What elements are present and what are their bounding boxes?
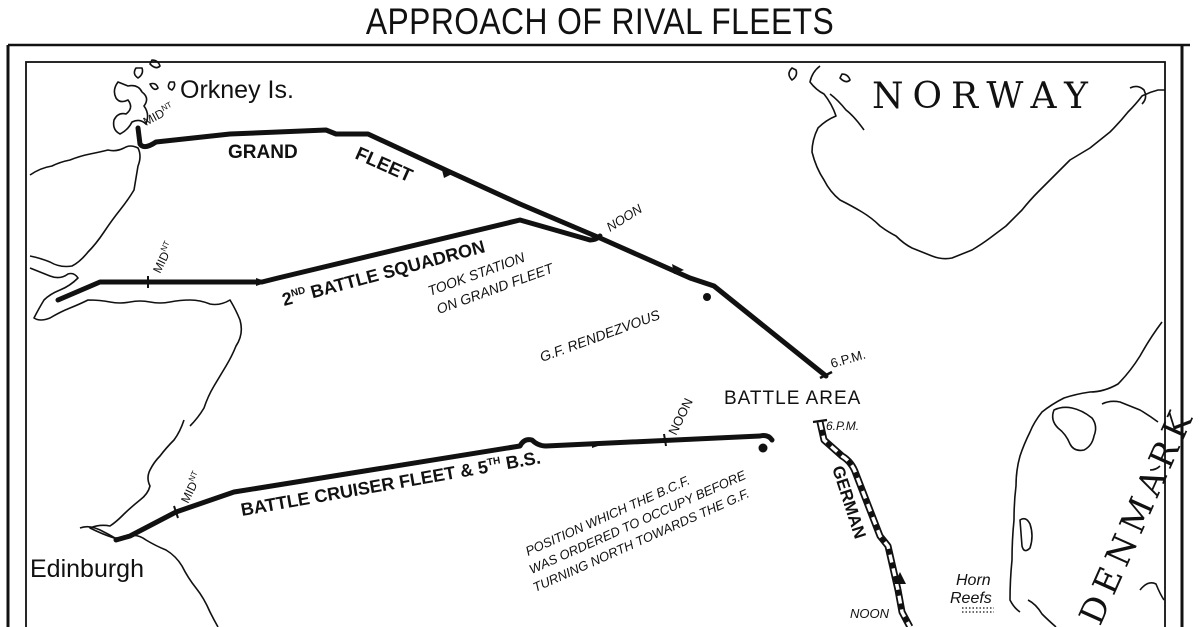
label-norway: NORWAY [872, 76, 1097, 117]
map-title: APPROACH OF RIVAL FLEETS [365, 1, 835, 42]
route-german-fleet [812, 418, 914, 627]
label-midnight-2bs: MIDNT [149, 239, 177, 275]
label-edinburgh: Edinburgh [30, 555, 144, 583]
label-battle-area: BATTLE AREA [724, 388, 861, 409]
horn-reefs-shoal [962, 607, 994, 613]
midnight-sup: NT [159, 239, 172, 253]
label-horn: Horn [956, 572, 991, 589]
midnight-tick [173, 505, 179, 519]
direction-arrow [672, 264, 684, 274]
svg-text:MIDNT: MIDNT [177, 469, 205, 505]
bcf-position-line2: WAS ORDERED TO OCCUPY BEFORE [527, 467, 749, 577]
coastline-scotland-north [29, 145, 243, 427]
route-second-battle-squadron [55, 217, 603, 303]
coastline-scotland-south [79, 419, 219, 627]
inner-frame [25, 61, 1166, 627]
coastline-norway [788, 65, 1165, 260]
label-noon-grand-fleet: NOON [604, 201, 646, 235]
outer-frame [6, 45, 1184, 627]
midnight-sup: NT [187, 469, 200, 483]
midnight-text: MID [178, 479, 200, 505]
direction-arrow [442, 170, 452, 178]
direction-arrow [894, 572, 906, 584]
label-6pm-german: 6.P.M. [826, 419, 859, 433]
label-bcf-tail: B.S. [499, 447, 542, 474]
coastline-denmark [1009, 321, 1165, 627]
label-reefs: Reefs [950, 590, 992, 607]
label-6pm-grand-fleet: 6.P.M. [829, 347, 868, 371]
gf-rendezvous-point [703, 293, 711, 301]
label-noon-bcf: NOON [665, 396, 696, 438]
direction-arrow [256, 278, 268, 286]
bcf-ordered-position-point [758, 443, 768, 453]
svg-text:MIDNT: MIDNT [149, 239, 177, 275]
label-bcf-ordered-position: POSITION WHICH THE B.C.F. WAS ORDERED TO… [523, 467, 751, 595]
noon-tick [663, 433, 667, 447]
label-gf-rendezvous: G.F. RENDEZVOUS [538, 306, 663, 365]
label-grand: GRAND [228, 142, 298, 163]
midnight-sup: NT [160, 100, 174, 113]
label-2nd-number: 2 [280, 288, 295, 310]
label-orkney: Orkney Is. [180, 76, 294, 104]
coastline-orkney [112, 59, 176, 135]
label-bcf-sup: TH [486, 455, 501, 468]
route-battle-cruiser-fleet [113, 433, 775, 543]
midnight-text: MID [150, 249, 172, 275]
label-bcf-main: BATTLE CRUISER FLEET & 5 [239, 457, 489, 520]
route-grand-fleet [135, 125, 833, 380]
direction-arrow [592, 442, 604, 448]
end-tick [819, 370, 833, 380]
label-midnight-bcf: MIDNT [177, 469, 205, 505]
label-noon-german: NOON [850, 606, 890, 621]
label-2nd-sup: ND [290, 285, 307, 299]
